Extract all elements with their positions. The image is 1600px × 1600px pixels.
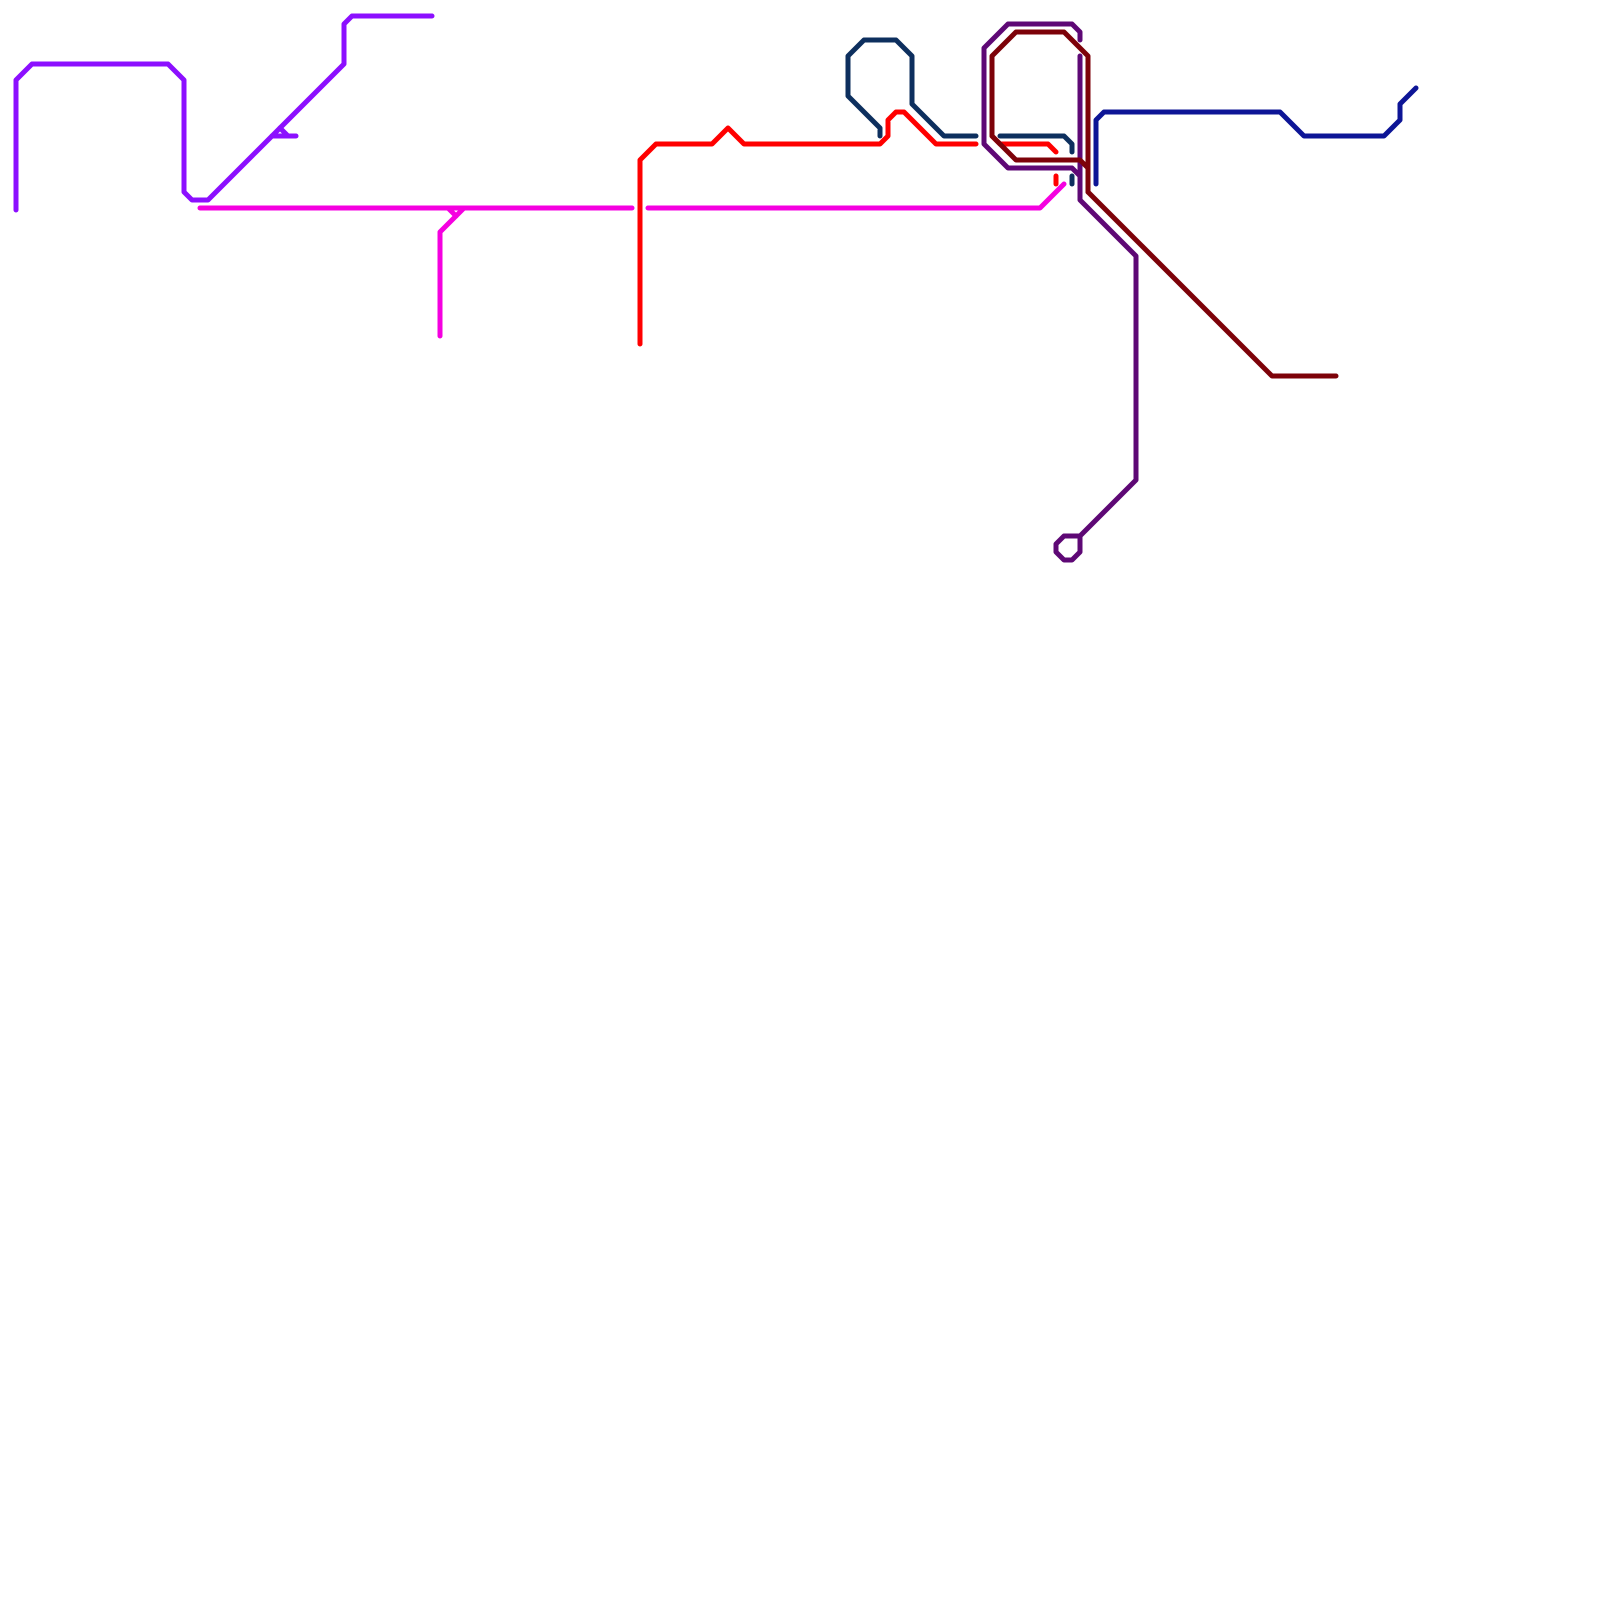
violet-route[interactable] [13, 13, 435, 213]
purple-route[interactable] [981, 21, 1139, 563]
maroon-route[interactable] [989, 29, 1339, 379]
navy-route[interactable] [845, 37, 1075, 187]
route-layer [13, 13, 1419, 563]
blue-route[interactable] [1093, 85, 1419, 187]
red-route[interactable] [637, 109, 1059, 347]
magenta-route[interactable] [197, 181, 1067, 339]
